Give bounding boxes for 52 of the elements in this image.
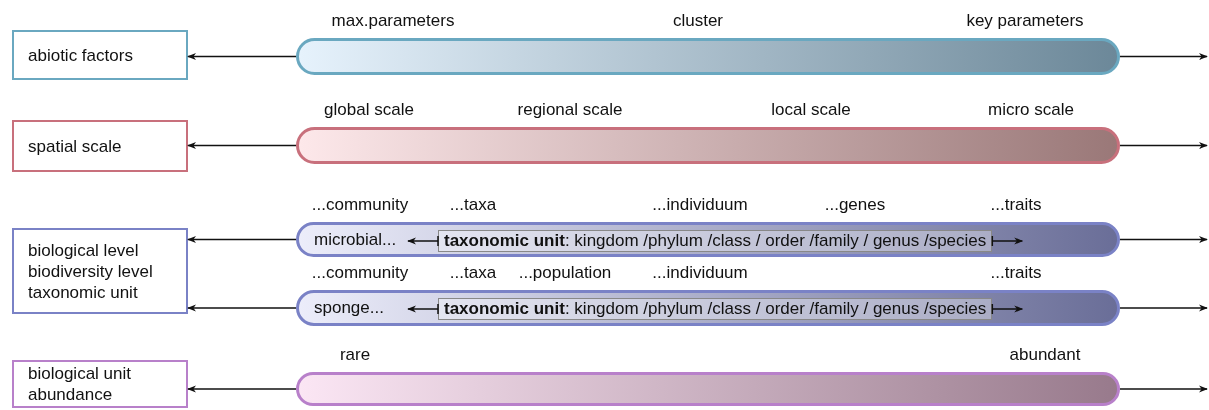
- gradient-bar: [296, 127, 1120, 164]
- taxonomy-box: [438, 298, 993, 320]
- scale-label: ...community: [311, 263, 409, 283]
- scale-label: ...taxa: [449, 195, 497, 215]
- scale-label: abundant: [1009, 345, 1081, 365]
- scale-label: ...individuum: [652, 263, 748, 283]
- scale-label: regional scale: [517, 100, 623, 120]
- direction-arrow: [991, 303, 1024, 315]
- arrow: [187, 385, 297, 393]
- arrow: [1119, 385, 1208, 393]
- scale-label: ...population: [518, 263, 612, 283]
- direction-arrow: [991, 235, 1024, 247]
- category-box: [12, 120, 188, 172]
- category-label: biological unit abundance: [28, 363, 132, 405]
- arrow: [1119, 304, 1208, 312]
- scale-label: ...community: [311, 195, 409, 215]
- category-label: spatial scale: [28, 135, 122, 157]
- scale-label: ...genes: [824, 195, 886, 215]
- taxonomy-box: [438, 230, 993, 252]
- arrow: [187, 304, 297, 312]
- gradient-bar: [296, 290, 1120, 326]
- scale-label: ...taxa: [449, 263, 497, 283]
- scale-label: ...individuum: [652, 195, 748, 215]
- scale-label: local scale: [771, 100, 851, 120]
- category-label: biological level biodiversity level taxonomic unit: [28, 239, 154, 303]
- scale-label: max.parameters: [331, 11, 455, 31]
- scale-start-label: microbial...: [314, 229, 397, 250]
- scale-label: cluster: [672, 11, 724, 31]
- category-box: [12, 228, 188, 314]
- scale-label: micro scale: [988, 100, 1074, 120]
- direction-arrow: [407, 303, 439, 315]
- arrow: [1119, 52, 1208, 61]
- scale-label: global scale: [324, 100, 414, 120]
- category-box: [12, 360, 188, 408]
- category-box: [12, 30, 188, 80]
- arrow: [187, 52, 297, 61]
- scale-label: key parameters: [966, 11, 1084, 31]
- taxonomy-text: taxonomic unit: kingdom /phylum /class / order /family / genus /species: [444, 299, 987, 318]
- scale-label: ...traits: [990, 195, 1042, 215]
- gradient-bar: [296, 38, 1120, 75]
- arrow: [1119, 141, 1208, 150]
- taxonomy-text: taxonomic unit: kingdom /phylum /class / order /family / genus /species: [444, 231, 987, 250]
- arrow: [187, 235, 297, 244]
- scale-label: rare: [339, 345, 371, 365]
- scale-label: ...traits: [990, 263, 1042, 283]
- category-label: abiotic factors: [28, 44, 133, 66]
- scale-start-label: sponge...: [314, 298, 384, 318]
- direction-arrow: [407, 235, 439, 247]
- arrow: [187, 141, 297, 150]
- arrow: [1119, 235, 1208, 244]
- gradient-bar: [296, 372, 1120, 406]
- gradient-bar: [296, 222, 1120, 257]
